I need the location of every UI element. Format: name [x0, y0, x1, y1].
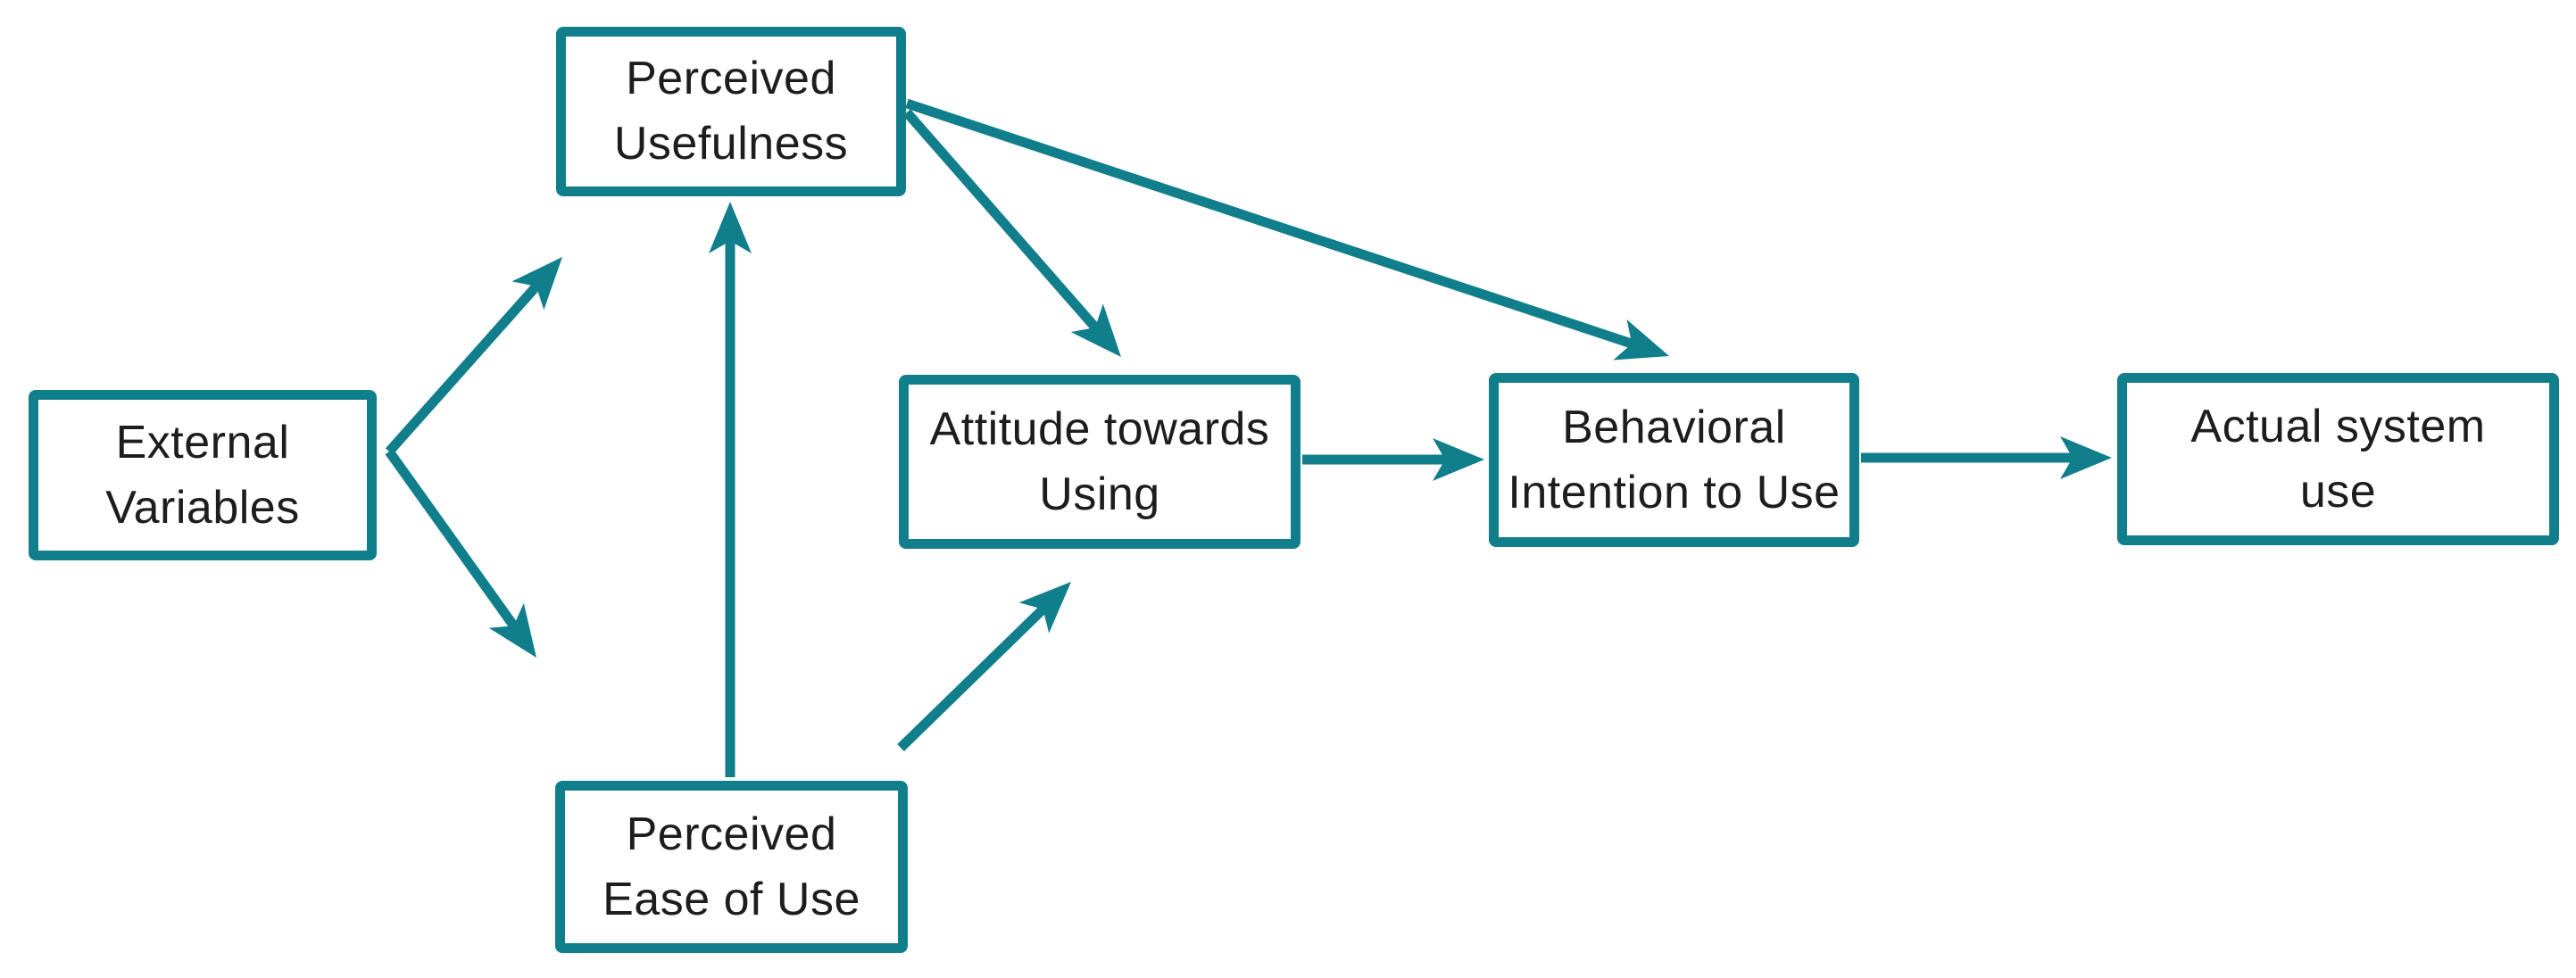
arrow-shaft — [385, 283, 540, 455]
arrow-shaft — [905, 98, 1633, 349]
node-attitude-towards-using: Attitude towards Using — [899, 375, 1300, 549]
arrow-head — [2060, 436, 2112, 479]
node-behavioral-intention: Behavioral Intention to Use — [1489, 373, 1859, 547]
arrow-head — [709, 202, 752, 253]
arrow-head — [1070, 303, 1121, 357]
arrow-head — [488, 602, 536, 658]
node-label-actual-system-use: Actual system use — [2190, 400, 2486, 518]
arrow-head — [1613, 319, 1669, 361]
arrow-head — [511, 257, 562, 311]
arrow-shaft — [902, 109, 1100, 331]
arrow-head — [1018, 582, 1071, 634]
arrow-attitude-towards-using-to-behavioral-intention — [1302, 438, 1484, 481]
arrow-perceived-ease-of-use-to-perceived-usefulness — [709, 202, 752, 777]
node-label-behavioral-intention: Behavioral Intention to Use — [1508, 401, 1841, 518]
node-label-attitude-towards-using: Attitude towards Using — [929, 402, 1270, 520]
node-external-variables: External Variables — [29, 390, 377, 560]
arrow-perceived-ease-of-use-to-attitude-towards-using — [897, 582, 1071, 751]
node-label-external-variables: External Variables — [105, 416, 300, 534]
arrow-external-variables-to-perceived-usefulness — [385, 257, 562, 455]
arrow-external-variables-to-perceived-ease-of-use — [385, 448, 536, 658]
arrow-perceived-usefulness-to-attitude-towards-using — [902, 109, 1121, 357]
node-actual-system-use: Actual system use — [2117, 373, 2559, 545]
arrow-behavioral-intention-to-actual-system-use — [1861, 436, 2112, 479]
node-label-perceived-usefulness: Perceived Usefulness — [613, 53, 849, 170]
arrow-perceived-usefulness-to-behavioral-intention — [905, 98, 1669, 361]
node-label-perceived-ease-of-use: Perceived Ease of Use — [602, 808, 860, 925]
node-perceived-usefulness: Perceived Usefulness — [556, 27, 906, 196]
arrow-shaft — [385, 448, 518, 629]
arrow-head — [1433, 438, 1484, 481]
arrow-shaft — [897, 605, 1047, 751]
node-perceived-ease-of-use: Perceived Ease of Use — [555, 781, 908, 953]
